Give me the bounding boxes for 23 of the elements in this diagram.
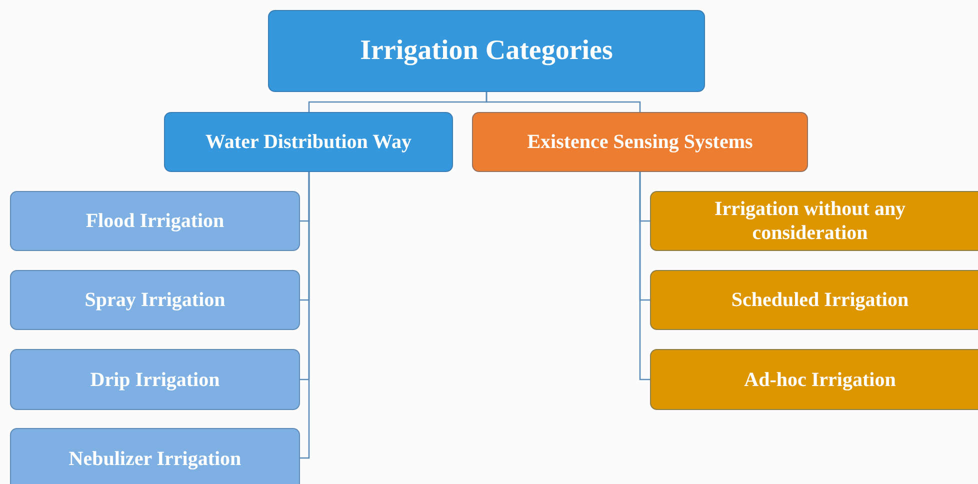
method-box [10, 270, 300, 330]
category-heading-box [268, 10, 705, 92]
node-label: Scheduled Irrigation [731, 288, 909, 312]
node-label: Irrigation Categories [360, 34, 613, 68]
method-box [650, 349, 978, 410]
category-box [472, 112, 808, 172]
method-box [10, 349, 300, 410]
connector-line [486, 92, 641, 112]
node-label: Water Distribution Way [206, 130, 412, 154]
node-label: Irrigation without any consideration [713, 197, 907, 245]
node-label: Nebulizer Irrigation [68, 447, 242, 471]
method-box [10, 428, 300, 484]
node-label: Ad-hoc Irrigation [744, 368, 896, 392]
category-box [164, 112, 453, 172]
node-label: Drip Irrigation [90, 368, 220, 392]
node-label: Flood Irrigation [86, 209, 224, 233]
connector-line [639, 172, 650, 380]
method-box [650, 270, 978, 330]
method-box [650, 191, 978, 251]
method-box [10, 191, 300, 251]
node-label: Existence Sensing Systems [527, 130, 753, 154]
node-label: Spray Irrigation [84, 288, 226, 312]
connector-line [300, 172, 310, 459]
